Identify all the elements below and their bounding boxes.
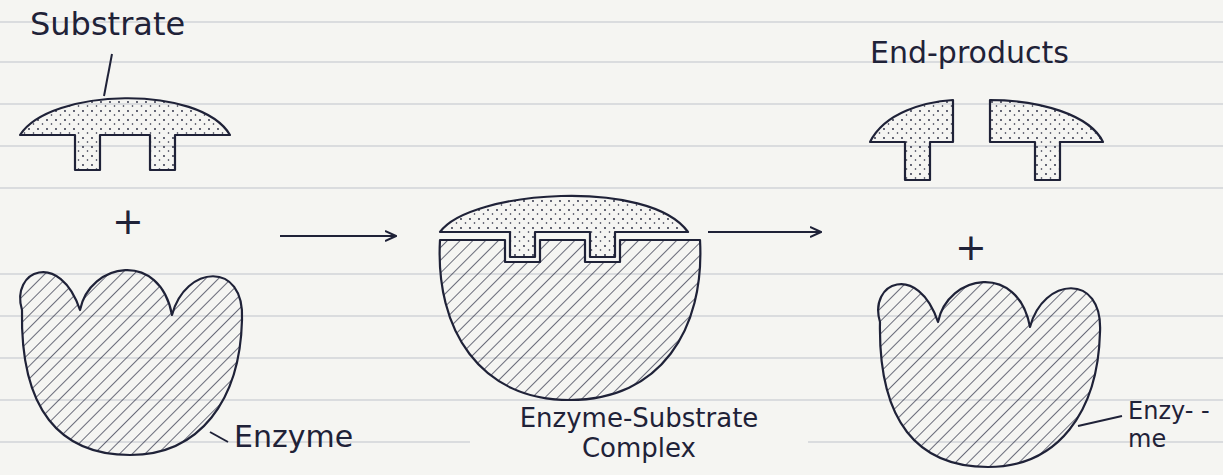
- leader-line: [1078, 416, 1122, 426]
- enzyme-shape: [878, 282, 1100, 467]
- substrate-shape: [20, 98, 230, 170]
- enzyme-label: Enzyme: [234, 420, 353, 455]
- substrate-label: Substrate: [30, 6, 185, 43]
- leader-line: [104, 54, 112, 96]
- complex-substrate-shape: [440, 196, 688, 257]
- plus-sign: +: [112, 200, 144, 244]
- reaction-arrow: [280, 235, 395, 237]
- enzyme-shape: [20, 270, 242, 455]
- leader-line: [210, 432, 228, 442]
- end-products-label: End-products: [870, 36, 1069, 71]
- complex-enzyme-shape: [440, 240, 701, 400]
- enzyme-label: Enzy- -me: [1128, 398, 1210, 453]
- reaction-arrow: [708, 231, 820, 233]
- plus-sign: +: [955, 226, 987, 270]
- complex-label: Enzyme-Substrate Complex: [470, 404, 808, 464]
- product-shape: [990, 100, 1103, 180]
- product-shape: [870, 100, 953, 180]
